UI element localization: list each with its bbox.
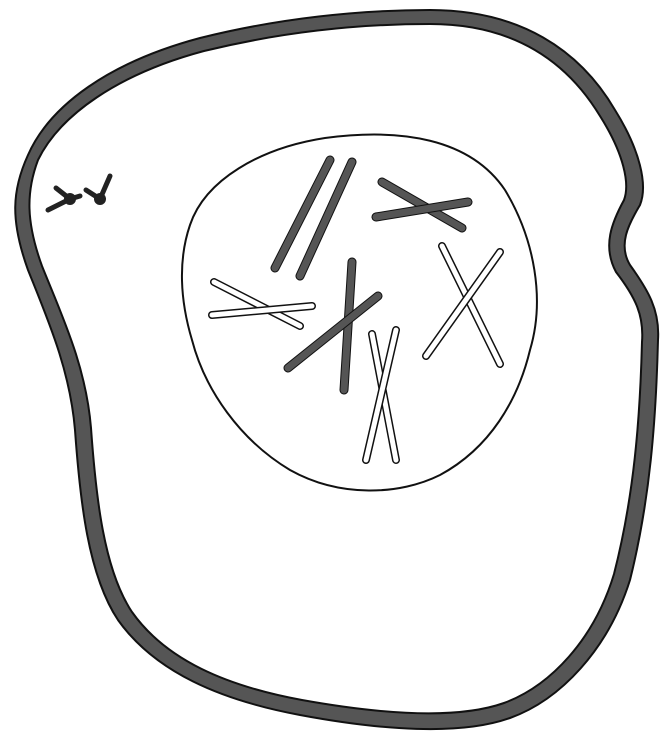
cell-diagram xyxy=(0,0,660,740)
cell-diagram-svg xyxy=(0,0,660,740)
